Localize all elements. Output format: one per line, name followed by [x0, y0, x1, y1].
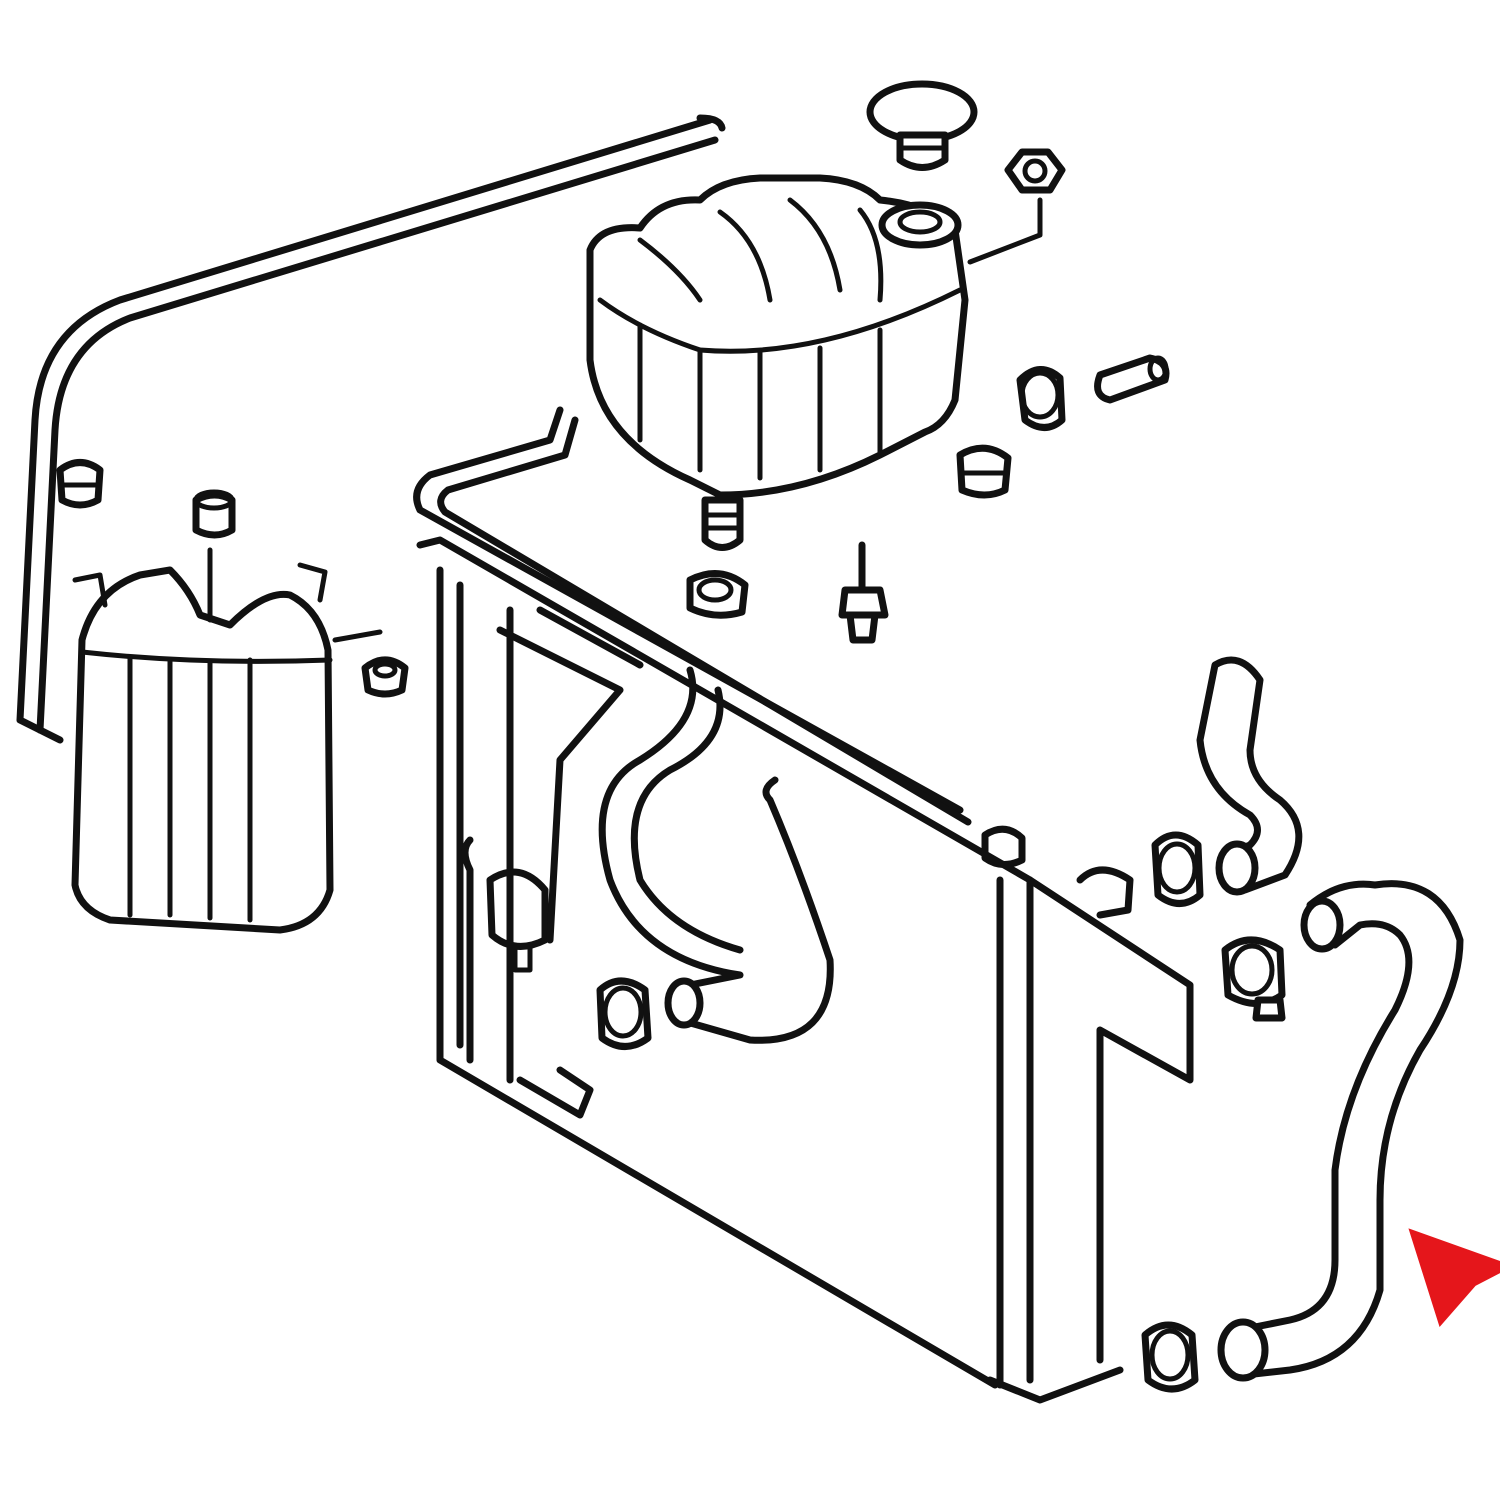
small-hose	[413, 406, 972, 826]
fill-cap	[967, 148, 1066, 265]
lower-radiator-hose	[1217, 880, 1464, 1382]
hose-clamp	[686, 570, 749, 619]
grommet	[361, 656, 409, 698]
small-hose	[1196, 656, 1303, 896]
hose-connector	[1094, 354, 1170, 404]
drain-plug	[192, 489, 236, 539]
hose-clamp	[596, 977, 652, 1050]
hose-clamp	[1151, 831, 1204, 907]
sensor-bolt	[838, 541, 889, 644]
grommet	[956, 444, 1012, 499]
upper-radiator-hose	[598, 666, 834, 1044]
expansion-tank	[586, 174, 969, 551]
grommet	[56, 459, 104, 509]
tank-cap	[866, 80, 978, 171]
hose-clamp	[1141, 1321, 1199, 1393]
overflow-line	[16, 114, 726, 744]
hose-clamp	[1221, 936, 1286, 1022]
hose-clamp	[486, 868, 549, 973]
radiator	[416, 536, 1194, 1404]
reservoir-tank	[71, 547, 383, 934]
hose-clamp	[1016, 366, 1066, 431]
arrow-pointer-icon	[1408, 1228, 1500, 1327]
